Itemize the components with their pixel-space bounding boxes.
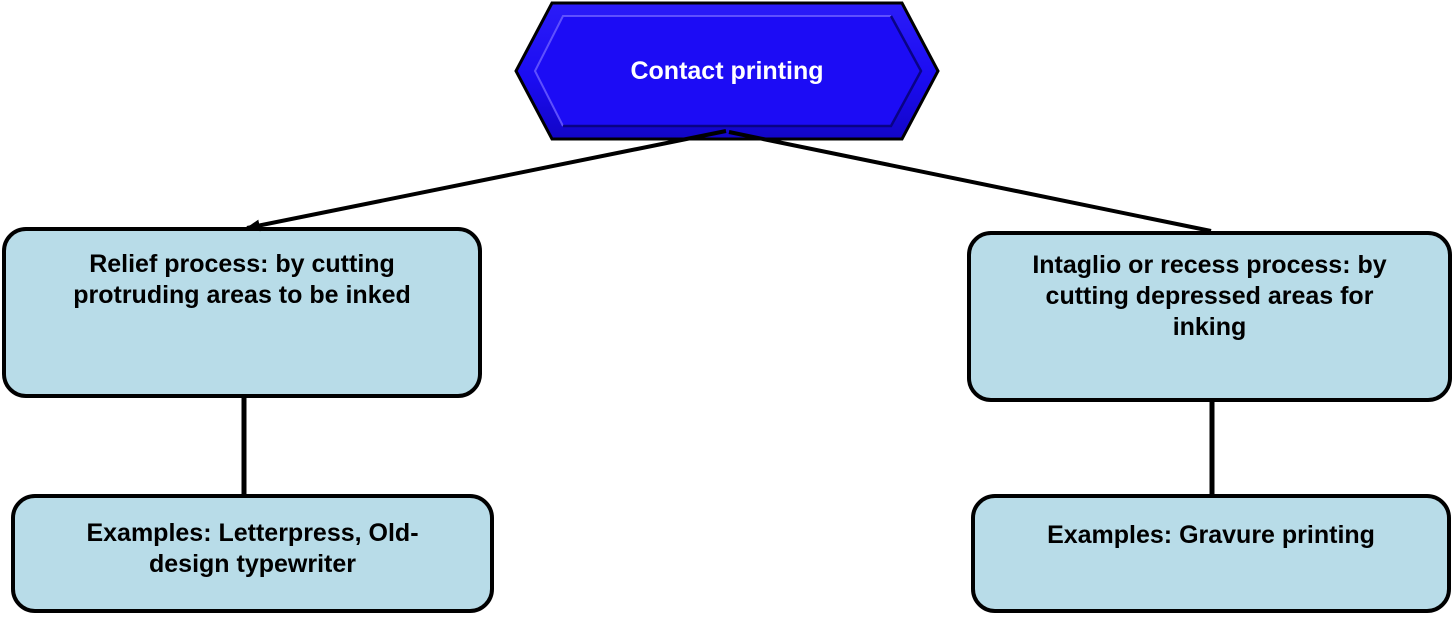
node-intaglio-process: Intaglio or recess process: by cutting d… (967, 231, 1452, 402)
connector-root-to-relief (245, 129, 727, 232)
connector-root-to-intaglio (728, 130, 1212, 233)
root-hexagon-shape (514, 1, 940, 141)
root-node-label: Contact printing (630, 56, 824, 85)
node-relief-process: Relief process: by cutting protruding ar… (2, 227, 482, 398)
node-relief-examples: Examples: Letterpress, Old- design typew… (11, 494, 494, 613)
node-intaglio-examples: Examples: Gravure printing (971, 494, 1451, 613)
